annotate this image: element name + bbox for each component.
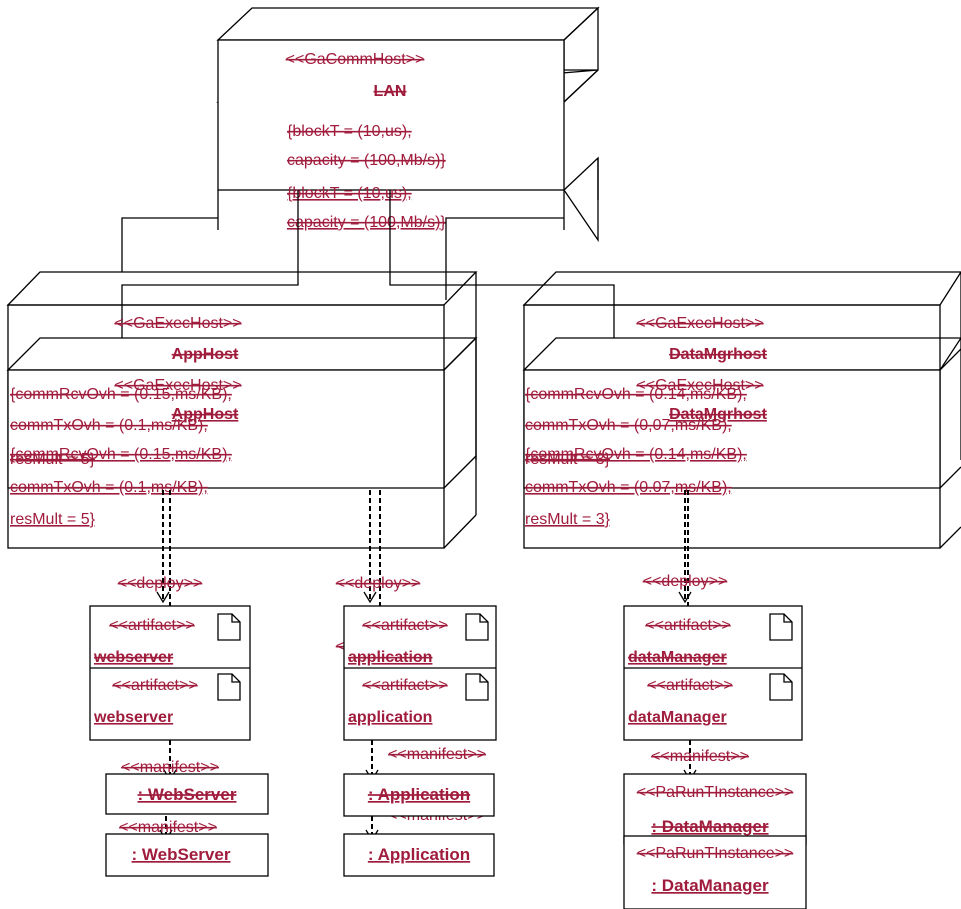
instance-name-webserver-ghost: : WebServer xyxy=(132,845,231,864)
instance-webserver xyxy=(105,773,269,877)
lan-stereotype: <<GaCommHost>> xyxy=(286,51,425,68)
datamgrhost-attr-commtxovh: commTxOvh = (0,07,ms/KB), xyxy=(525,417,732,434)
lan-node xyxy=(216,6,600,243)
datamgrhost-attr-resmult-ghost: resMult = 3} xyxy=(525,511,611,528)
artifact-stereotype-datamanager-ghost: <<artifact>> xyxy=(647,677,732,694)
instance-name-application-ghost: : Application xyxy=(368,845,470,864)
document-icon xyxy=(217,613,241,641)
artifact-datamanager xyxy=(623,605,803,741)
apphost-attr-resmult-ghost: resMult = 5} xyxy=(10,511,96,528)
instance-name-webserver: : WebServer xyxy=(138,785,237,804)
datamgrhost-attr-resmult: resMult = 3} xyxy=(525,451,611,468)
lan-attr-blockt-ghost: {blockT = (10,us), xyxy=(287,185,412,202)
datamgrhost-node xyxy=(522,271,961,549)
artifact-stereotype-application: <<artifact>> xyxy=(362,617,447,634)
apphost-attr-resmult: resMult = 5} xyxy=(10,451,96,468)
instance-stereotype-datamanager-ghost: <<PaRunTInstance>> xyxy=(637,845,794,862)
datamgrhost-name-ghost: DataMgrhost xyxy=(669,406,767,423)
artifact-stereotype-webserver-ghost: <<artifact>> xyxy=(112,677,197,694)
document-icon xyxy=(465,613,489,641)
artifact-name-webserver: webserver xyxy=(93,649,173,666)
lan-attr-blockt: {blockT = (10,us), xyxy=(287,123,412,140)
datamgrhost-attr-commrcvovh-ghost: {commRcvOvh = (0.14,ms/KB), xyxy=(525,446,747,463)
document-icon xyxy=(769,673,793,701)
apphost-attr-commtxovh-ghost: commTxOvh = (0.1,ms/KB), xyxy=(10,479,208,496)
instance-name-datamanager: : DataManager xyxy=(651,817,769,836)
instance-name-application: : Application xyxy=(368,785,470,804)
apphost-stereotype-ghost: <<GaExecHost>> xyxy=(114,377,241,394)
document-icon xyxy=(465,673,489,701)
lan-attr-capacity-ghost: capacity = (100,Mb/s)} xyxy=(287,214,446,231)
instance-datamanager xyxy=(623,773,807,909)
manifest-label-application: <<manifest>> xyxy=(388,746,486,763)
instance-name-datamanager-ghost: : DataManager xyxy=(651,876,769,895)
document-icon xyxy=(769,613,793,641)
deploy-label-webserver: <<deploy>> xyxy=(118,575,203,592)
artifact-stereotype-datamanager: <<artifact>> xyxy=(645,617,730,634)
lan-name: LAN xyxy=(374,83,407,100)
apphost-node xyxy=(6,271,478,549)
instance-stereotype-datamanager: <<PaRunTInstance>> xyxy=(637,784,794,801)
datamgrhost-attr-commrcvovh: {commRcvOvh = (0.14,ms/KB), xyxy=(525,386,747,403)
deploy-label-datamanager: <<deploy>> xyxy=(643,573,728,590)
apphost-name-ghost: AppHost xyxy=(172,406,239,423)
manifest-label-webserver-ghost: <<manifest>> xyxy=(119,819,217,836)
artifact-stereotype-application-ghost: <<artifact>> xyxy=(362,677,447,694)
artifact-name-application-ghost: application xyxy=(348,709,432,726)
artifact-name-datamanager-ghost: dataManager xyxy=(628,709,727,726)
instance-application xyxy=(343,773,495,877)
apphost-stereotype: <<GaExecHost>> xyxy=(114,315,241,332)
artifact-stereotype-webserver: <<artifact>> xyxy=(109,617,194,634)
apphost-attr-commtxovh: commTxOvh = (0.1,ms/KB), xyxy=(10,417,208,434)
apphost-attr-commrcvovh: {commRcvOvh = (0.15,ms/KB), xyxy=(10,386,232,403)
manifest-label-datamanager: <<manifest>> xyxy=(651,748,749,765)
document-icon xyxy=(217,673,241,701)
lan-connections xyxy=(121,190,615,338)
datamgrhost-name: DataMgrhost xyxy=(669,346,767,363)
artifact-application xyxy=(343,605,497,741)
artifact-webserver xyxy=(89,605,251,741)
lan-attr-capacity: capacity = (100,Mb/s)} xyxy=(287,152,446,169)
manifest-label-webserver: <<manifest>> xyxy=(121,759,219,776)
artifact-name-webserver-ghost: webserver xyxy=(93,709,173,726)
datamgrhost-stereotype: <<GaExecHost>> xyxy=(636,315,763,332)
apphost-attr-commrcvovh-ghost: {commRcvOvh = (0.15,ms/KB), xyxy=(10,446,232,463)
artifact-name-application: application xyxy=(348,649,432,666)
deploy-label-application: <<deploy>> xyxy=(336,575,421,592)
datamgrhost-attr-commtxovh-ghost: commTxOvh = (0.07,ms/KB), xyxy=(525,479,732,496)
datamgrhost-stereotype-ghost: <<GaExecHost>> xyxy=(636,377,763,394)
artifact-name-datamanager: dataManager xyxy=(628,649,727,666)
apphost-name: AppHost xyxy=(172,346,239,363)
